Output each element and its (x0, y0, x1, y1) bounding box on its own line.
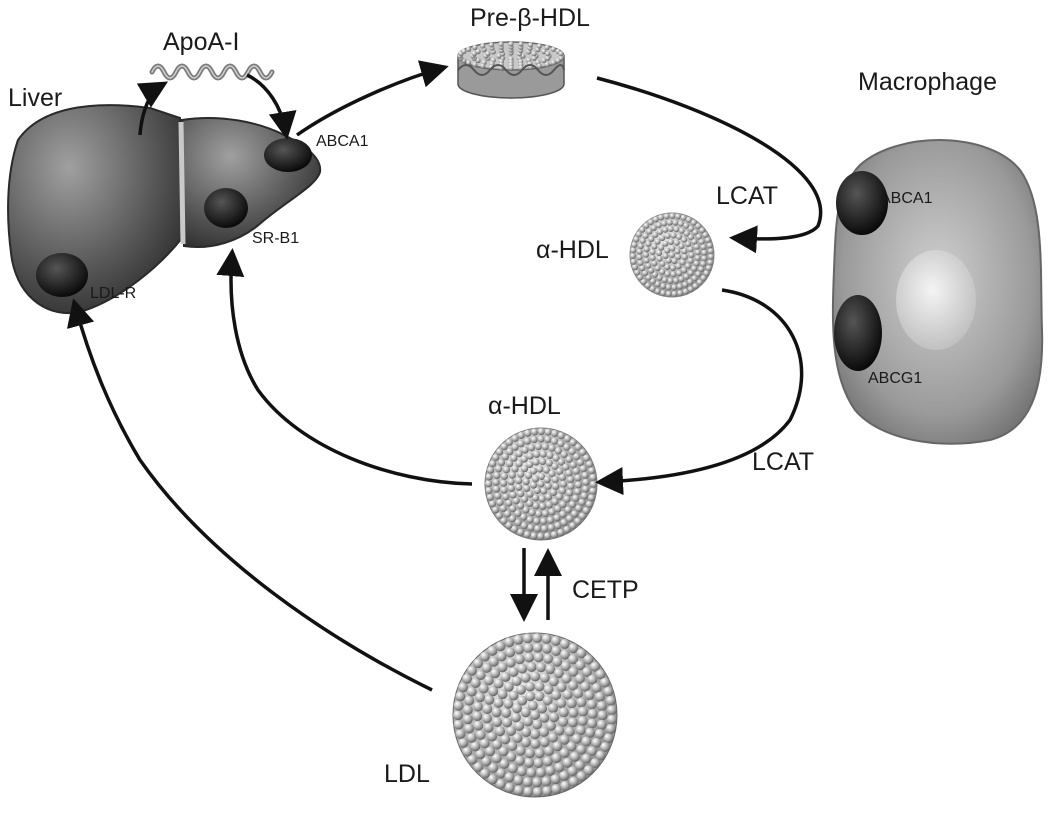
ldl-label: LDL (384, 760, 430, 788)
liver-abca1-label: ABCA1 (316, 133, 369, 150)
macrophage-label: Macrophage (858, 68, 997, 96)
liver-abca1-receptor (264, 138, 312, 172)
pre-beta-hdl-disc (457, 41, 565, 99)
pathway-arrows (67, 60, 823, 692)
liver-ligament (178, 121, 186, 245)
macrophage-abca1-label: ABCA1 (880, 190, 933, 207)
liver-ldlr-receptor (36, 253, 88, 297)
macrophage-abcg1-receptor (834, 295, 882, 371)
alpha-hdl-small-particle (629, 212, 715, 298)
arrow-liver-to-apoa1 (136, 81, 169, 136)
arrow-liver-to-pre-beta-hdl (295, 60, 449, 137)
liver-right-lobe (7, 104, 184, 315)
macrophage-nucleus (896, 250, 976, 350)
arrow-apoa1-to-abca1 (246, 73, 297, 140)
pre-beta-hdl-label: Pre-β-HDL (470, 4, 590, 32)
liver-ldlr-label: LDL-R (90, 285, 137, 302)
liver-label: Liver (8, 84, 63, 112)
ldl-particle (452, 632, 618, 798)
alpha-hdl-large-particle (484, 427, 598, 541)
liver-left-lobe (180, 117, 322, 248)
liver-organ (7, 104, 322, 315)
apoa1-helix (149, 63, 275, 81)
lcat-lower-label: LCAT (752, 448, 815, 476)
liver-srb1-label: SR-B1 (252, 230, 300, 247)
arrow-pre-beta-to-alpha-hdl (596, 76, 823, 254)
macrophage-abca1-receptor (836, 171, 888, 235)
liver-srb1-receptor (204, 188, 248, 228)
alpha-hdl-large-label: α-HDL (488, 392, 561, 420)
alpha-hdl-small-label: α-HDL (536, 236, 609, 264)
cetp-label: CETP (572, 576, 639, 604)
arrow-alpha-hdl-to-large-alpha-hdl (595, 288, 804, 496)
lcat-upper-label: LCAT (716, 182, 779, 210)
arrow-hdl-to-srb1 (216, 248, 473, 486)
apoa1-label: ApoA-I (163, 28, 240, 56)
macrophage-cell (831, 139, 1044, 445)
arrow-ldl-to-ldlr (67, 298, 433, 692)
macrophage-abcg1-label: ABCG1 (868, 370, 923, 387)
